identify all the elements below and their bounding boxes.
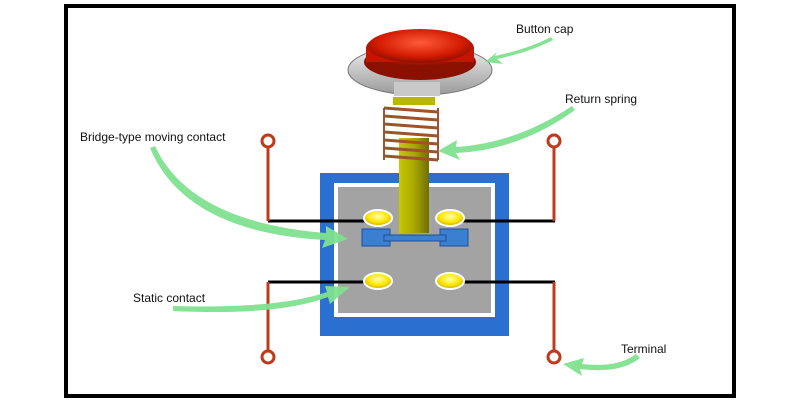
arrow-button-cap — [485, 37, 553, 64]
label-button-cap: Button cap — [516, 22, 574, 36]
label-return-spring: Return spring — [565, 92, 638, 106]
callout-arrows — [150, 37, 640, 376]
return-spring — [383, 97, 439, 162]
label-bridge-contact: Bridge-type moving contact — [80, 130, 226, 144]
label-static-contact: Static contact — [133, 291, 206, 305]
static-contact-left — [363, 272, 393, 290]
arrow-static — [173, 286, 350, 313]
arrow-return-spring — [438, 106, 575, 160]
button-cap — [347, 29, 493, 96]
plunger — [399, 138, 429, 233]
arrow-terminal — [563, 354, 640, 376]
terminals — [260, 133, 562, 365]
moving-contact-left — [363, 209, 393, 227]
arrow-bridge — [150, 146, 348, 248]
moving-contact-right — [435, 209, 465, 227]
static-contact-right — [435, 272, 465, 290]
wires — [268, 219, 555, 284]
contacts — [363, 209, 465, 290]
bridge-moving-contact — [361, 228, 469, 247]
label-terminal: Terminal — [621, 342, 667, 356]
outer-frame — [64, 4, 736, 398]
